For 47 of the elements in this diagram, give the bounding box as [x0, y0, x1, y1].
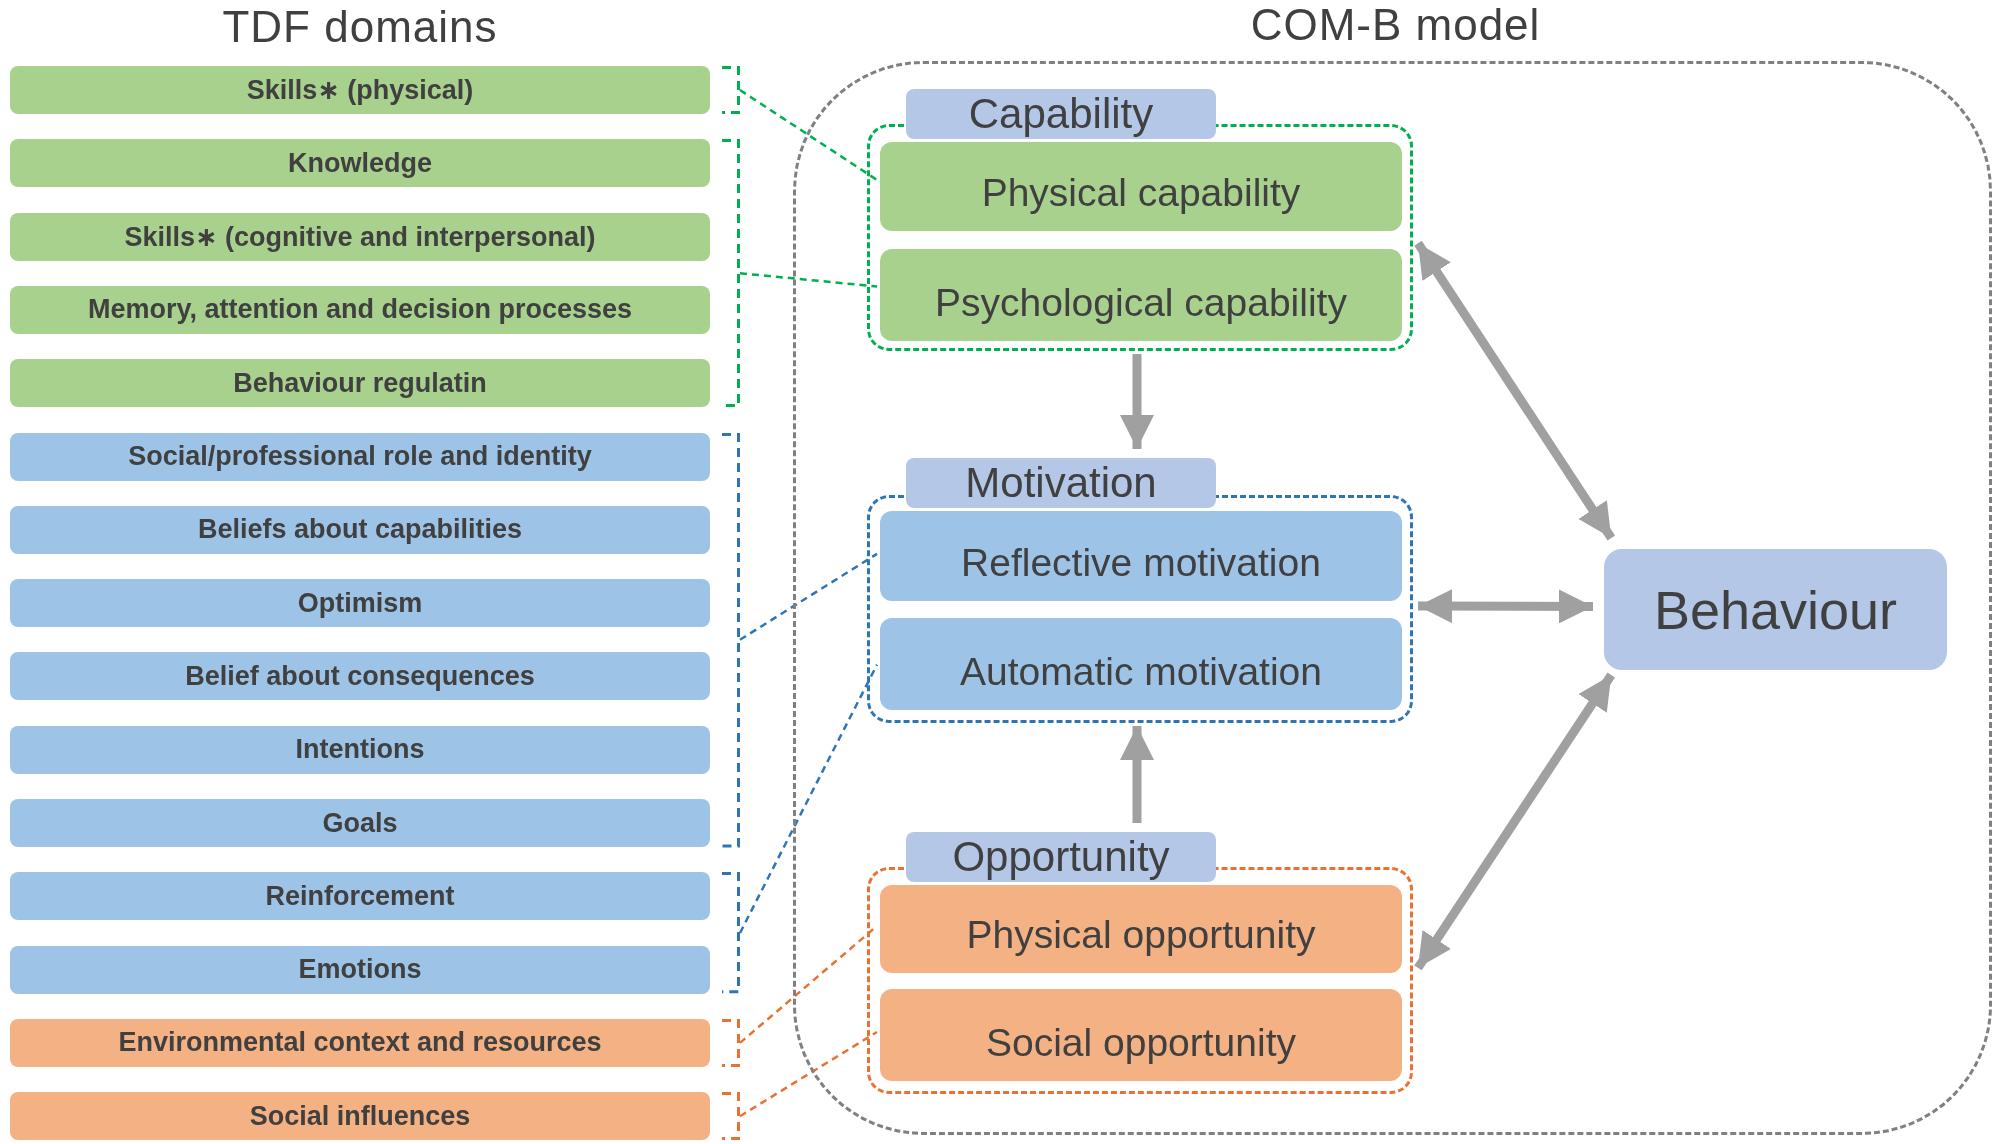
domain-box: Optimism — [10, 579, 710, 628]
dashed-connector — [738, 664, 879, 934]
component-box: Reflective motivation — [880, 511, 1402, 601]
domain-box: Skills∗ (cognitive and interpersonal) — [10, 212, 710, 261]
double-arrow — [1418, 589, 1593, 624]
group-tab: Opportunity — [906, 832, 1216, 882]
domain-box: Emotions — [10, 945, 710, 994]
domain-box: Beliefs about capabilities — [10, 505, 710, 554]
domain-box: Belief about consequences — [10, 652, 710, 701]
component-box: Physical opportunity — [880, 885, 1402, 973]
bracket — [722, 139, 740, 408]
bracket — [722, 872, 740, 994]
domain-box: Reinforcement — [10, 872, 710, 921]
arrow — [1120, 726, 1154, 823]
column-heading: COM-B model — [1249, 0, 1542, 50]
dashed-connector — [739, 88, 878, 181]
column-heading: TDF domains — [221, 2, 499, 52]
domain-box: Goals — [10, 799, 710, 847]
dashed-connector — [739, 552, 878, 641]
bracket — [722, 1018, 740, 1067]
domain-box: Environmental context and resources — [10, 1018, 710, 1067]
arrow — [1120, 354, 1154, 449]
dashed-group — [867, 458, 1413, 723]
dashed-connector — [739, 272, 878, 288]
dashed-connector — [739, 1030, 878, 1118]
group-tab: Capability — [906, 89, 1216, 139]
domain-box: Skills∗ (physical) — [10, 66, 710, 114]
component-box: Automatic motivation — [880, 618, 1402, 710]
domain-box: Social influences — [10, 1092, 710, 1141]
domain-box: Memory, attention and decision processes — [10, 285, 710, 334]
bracket — [722, 1092, 740, 1141]
double-arrow — [1414, 672, 1616, 971]
dashed-connector — [739, 925, 878, 1044]
behaviour-box: Behaviour — [1604, 549, 1947, 670]
domain-box: Behaviour regulatin — [10, 359, 710, 408]
component-box: Psychological capability — [880, 249, 1402, 341]
double-arrow — [1414, 240, 1616, 541]
component-box: Social opportunity — [880, 989, 1402, 1081]
dashed-group — [867, 89, 1413, 351]
bracket — [722, 432, 740, 847]
group-tab: Motivation — [906, 458, 1216, 508]
domain-box: Knowledge — [10, 139, 710, 188]
domain-box: Social/professional role and identity — [10, 432, 710, 481]
dashed-group — [867, 832, 1413, 1094]
component-box: Physical capability — [880, 142, 1402, 231]
domain-box: Intentions — [10, 725, 710, 774]
bracket — [722, 66, 740, 114]
